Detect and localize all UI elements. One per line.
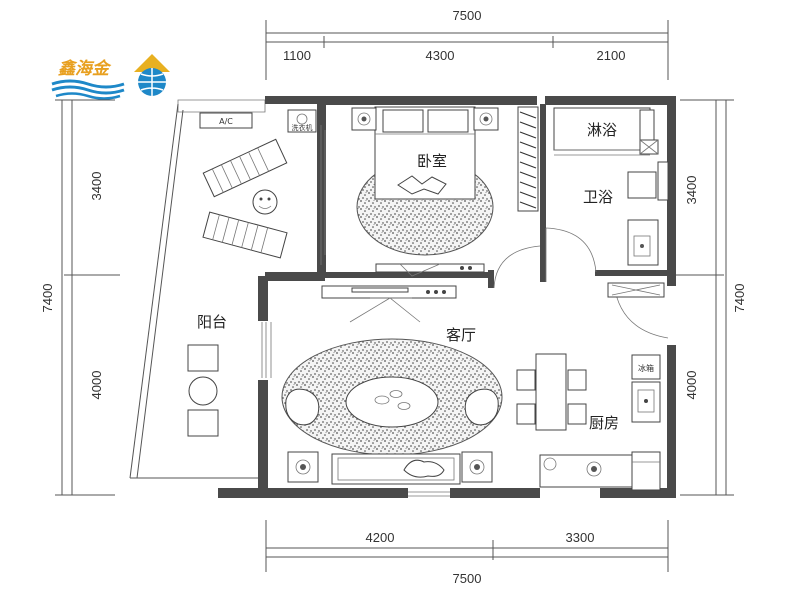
dimension-right: 3400 4000 7400 bbox=[676, 99, 747, 496]
sun-lounger-2 bbox=[202, 211, 288, 259]
dimension-left: 3400 4000 7400 bbox=[40, 99, 120, 496]
shower bbox=[553, 107, 659, 156]
dim-bottom-seg-2: 3300 bbox=[566, 530, 595, 545]
dim-right-seg-2: 4000 bbox=[684, 371, 699, 400]
sofa bbox=[331, 453, 461, 485]
dim-bottom-total: 7500 bbox=[453, 571, 482, 586]
sun-lounger-1 bbox=[202, 138, 288, 198]
washing-machine: 洗衣机 bbox=[287, 109, 317, 133]
round-side-table bbox=[252, 189, 278, 215]
room-label-shower: 淋浴 bbox=[587, 121, 617, 139]
washer-label: 洗衣机 bbox=[292, 123, 313, 132]
logo: 鑫海金 bbox=[51, 54, 170, 100]
armchairs bbox=[285, 388, 499, 426]
kitchen-stove bbox=[631, 451, 661, 491]
kitchen-sink bbox=[631, 381, 661, 423]
dimension-bottom: 4200 3300 7500 bbox=[265, 520, 669, 586]
room-label-balcony: 阳台 bbox=[197, 313, 227, 331]
dim-top-seg-2: 4300 bbox=[426, 48, 455, 63]
dim-top-seg-3: 2100 bbox=[597, 48, 626, 63]
dim-right-total: 7400 bbox=[732, 284, 747, 313]
balcony-sliding-door bbox=[261, 125, 450, 497]
kitchen-counter bbox=[539, 454, 633, 488]
dim-left-seg-1: 3400 bbox=[89, 172, 104, 201]
room-label-bathroom: 卫浴 bbox=[583, 188, 613, 206]
room-label-living-room: 客厅 bbox=[446, 326, 476, 344]
dim-right-seg-1: 3400 bbox=[684, 176, 699, 205]
dimension-top: 7500 1100 4300 2100 bbox=[265, 8, 669, 80]
bedroom-wardrobe bbox=[517, 106, 539, 212]
room-label-kitchen: 厨房 bbox=[589, 414, 619, 432]
bathroom-door bbox=[493, 227, 597, 289]
bathroom-vanity bbox=[627, 219, 659, 266]
balcony-table-set bbox=[187, 344, 219, 437]
dim-top-total: 7500 bbox=[453, 8, 482, 23]
house-globe-icon bbox=[134, 54, 170, 96]
kitchen-door bbox=[607, 282, 669, 339]
ac-label: A/C bbox=[219, 117, 233, 126]
room-label-bedroom: 卧室 bbox=[417, 152, 447, 170]
living-side-tables bbox=[287, 451, 493, 483]
dim-left-total: 7400 bbox=[40, 284, 55, 313]
toilet bbox=[627, 161, 669, 201]
balcony-area bbox=[129, 99, 266, 479]
dim-top-seg-1: 1100 bbox=[283, 48, 311, 63]
ac-unit: A/C bbox=[199, 112, 253, 129]
fridge: 冰箱 bbox=[631, 354, 661, 380]
dim-bottom-seg-1: 4200 bbox=[366, 530, 395, 545]
dim-left-seg-2: 4000 bbox=[89, 371, 104, 400]
bedside-lamps bbox=[351, 107, 499, 131]
bed bbox=[374, 106, 476, 200]
dining-set bbox=[516, 353, 587, 431]
walls bbox=[218, 96, 676, 498]
living-tv-console bbox=[321, 285, 457, 323]
bedroom-tv-console bbox=[375, 263, 485, 277]
logo-text: 鑫海金 bbox=[58, 59, 112, 79]
fridge-label: 冰箱 bbox=[638, 363, 654, 373]
